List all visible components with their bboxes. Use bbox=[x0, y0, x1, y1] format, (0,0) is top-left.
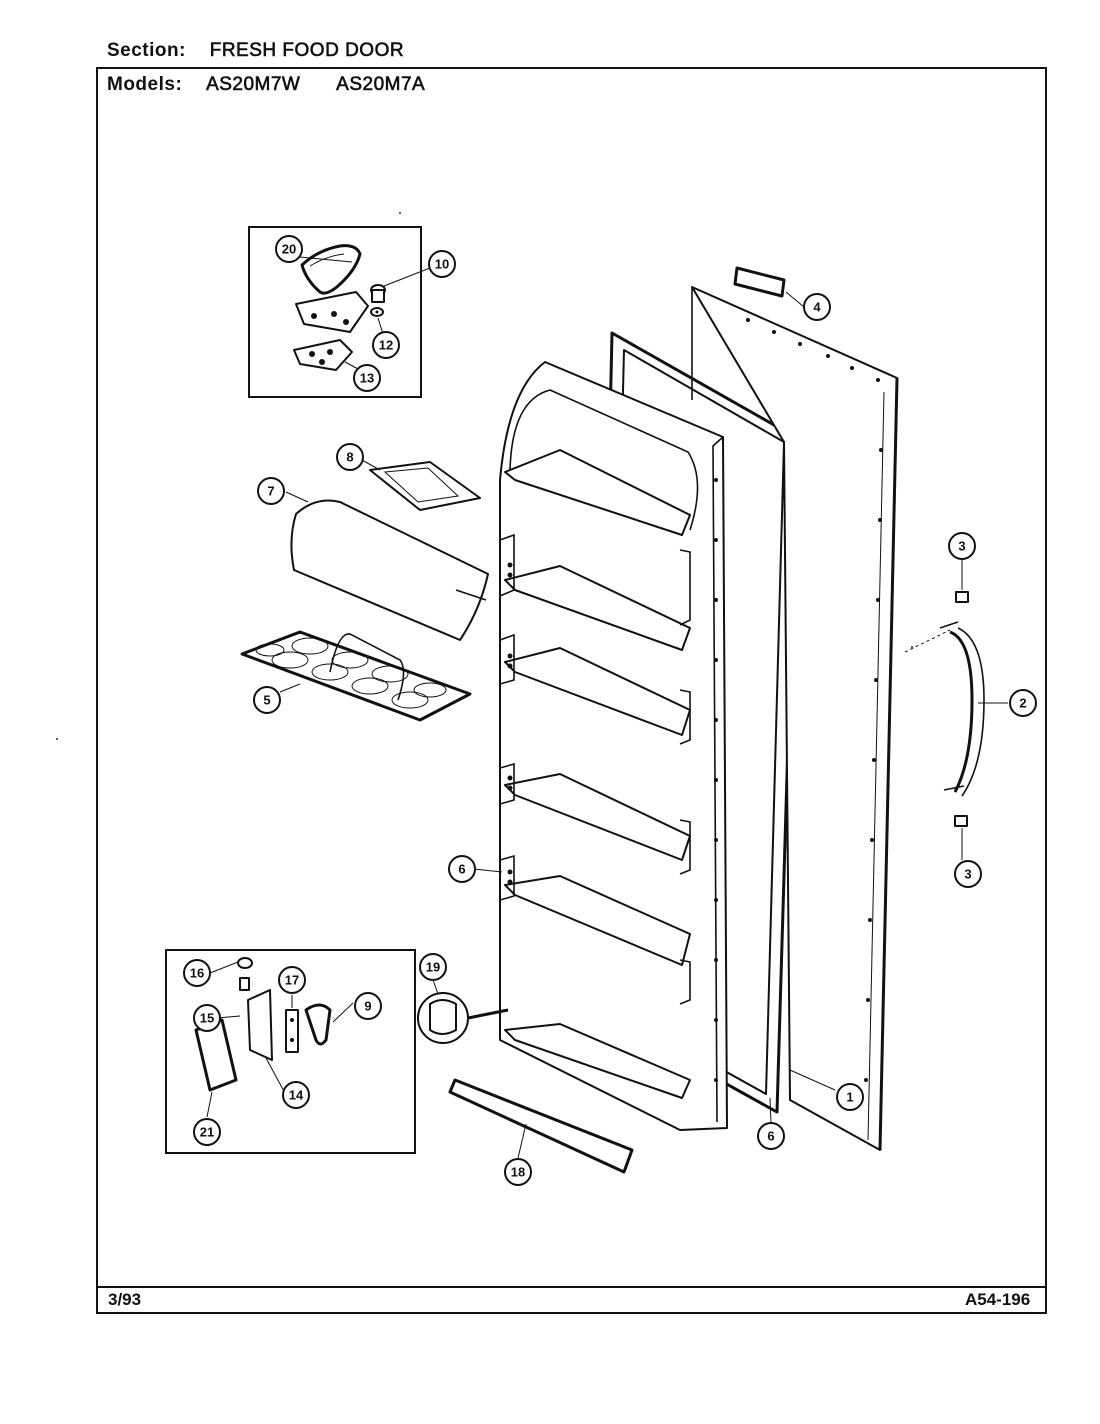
door-liner-drawing bbox=[499, 361, 728, 1131]
callout-label: 21 bbox=[200, 1125, 214, 1140]
callout-20: 20 bbox=[275, 235, 303, 263]
callout-13: 13 bbox=[353, 364, 381, 392]
callout-label: 1 bbox=[846, 1090, 853, 1105]
callout-label: 12 bbox=[379, 338, 393, 353]
callout-12: 12 bbox=[372, 331, 400, 359]
section-header: Section: FRESH FOOD DOOR bbox=[107, 40, 434, 62]
top-hinge-inset bbox=[248, 226, 431, 398]
callout-label: 19 bbox=[426, 960, 440, 975]
callout-label: 3 bbox=[958, 539, 965, 554]
callout-8: 7 bbox=[257, 477, 285, 505]
models-label: Models: bbox=[107, 74, 183, 95]
model-number: AS20M7A bbox=[336, 74, 426, 96]
callout-label: 4 bbox=[813, 300, 821, 315]
callout-3-top: 3 bbox=[948, 532, 976, 560]
callout-label: 14 bbox=[289, 1088, 304, 1103]
diagram-frame bbox=[96, 67, 1047, 1314]
callout-label: 6 bbox=[458, 862, 465, 877]
callout-5: 5 bbox=[253, 686, 281, 714]
callout-18: 18 bbox=[504, 1158, 532, 1186]
door-outer-panel-drawing bbox=[691, 266, 899, 1151]
callout-9: 8 bbox=[336, 443, 364, 471]
callout-15: 15 bbox=[193, 1004, 221, 1032]
callout-11: 10 bbox=[428, 250, 456, 278]
callout-16: 16 bbox=[183, 959, 211, 987]
dairy-door-drawing bbox=[290, 499, 489, 641]
date-code: 3/93 bbox=[108, 1290, 142, 1309]
callout-label: 18 bbox=[511, 1165, 525, 1180]
callout-14: 14 bbox=[282, 1081, 310, 1109]
callout-label: 17 bbox=[285, 973, 299, 988]
callout-label: 3 bbox=[964, 867, 971, 882]
section-label: Section: bbox=[107, 40, 186, 61]
callout-label: 2 bbox=[1019, 696, 1026, 711]
callout-2: 2 bbox=[1009, 689, 1037, 717]
callout-label: 7 bbox=[267, 484, 274, 499]
bottom-trim-drawing bbox=[448, 1078, 634, 1174]
callout-7: 6 bbox=[757, 1122, 785, 1150]
callout-label: 9 bbox=[364, 999, 371, 1014]
door-stop-drawing bbox=[417, 979, 509, 1044]
model-number: AS20M7W bbox=[206, 74, 301, 96]
callout-label: 8 bbox=[346, 450, 353, 465]
callout-label: 15 bbox=[200, 1011, 214, 1026]
callout-10: 9 bbox=[354, 992, 382, 1020]
callout-label: 13 bbox=[360, 371, 374, 386]
callout-label: 10 bbox=[435, 257, 449, 272]
callout-21: 21 bbox=[193, 1118, 221, 1146]
callout-label: 6 bbox=[767, 1129, 774, 1144]
footer-divider bbox=[96, 1286, 1047, 1288]
callout-17: 17 bbox=[278, 966, 306, 994]
callout-1: 1 bbox=[836, 1083, 864, 1111]
section-title: FRESH FOOD DOOR bbox=[209, 40, 405, 62]
callout-label: 5 bbox=[263, 693, 270, 708]
callout-4: 4 bbox=[803, 293, 831, 321]
models-header: Models: AS20M7W AS20M7A bbox=[107, 74, 455, 96]
callout-6: 6 bbox=[448, 855, 476, 883]
callout-label: 16 bbox=[190, 966, 204, 981]
drawing-number: A54-196 bbox=[965, 1290, 1031, 1309]
egg-tray-drawing bbox=[240, 630, 472, 722]
callout-label: 20 bbox=[282, 242, 296, 257]
door-handle-drawing bbox=[904, 560, 1008, 860]
callout-19: 19 bbox=[419, 953, 447, 981]
dairy-label-drawing bbox=[369, 461, 481, 511]
callout-3-bottom: 3 bbox=[954, 860, 982, 888]
